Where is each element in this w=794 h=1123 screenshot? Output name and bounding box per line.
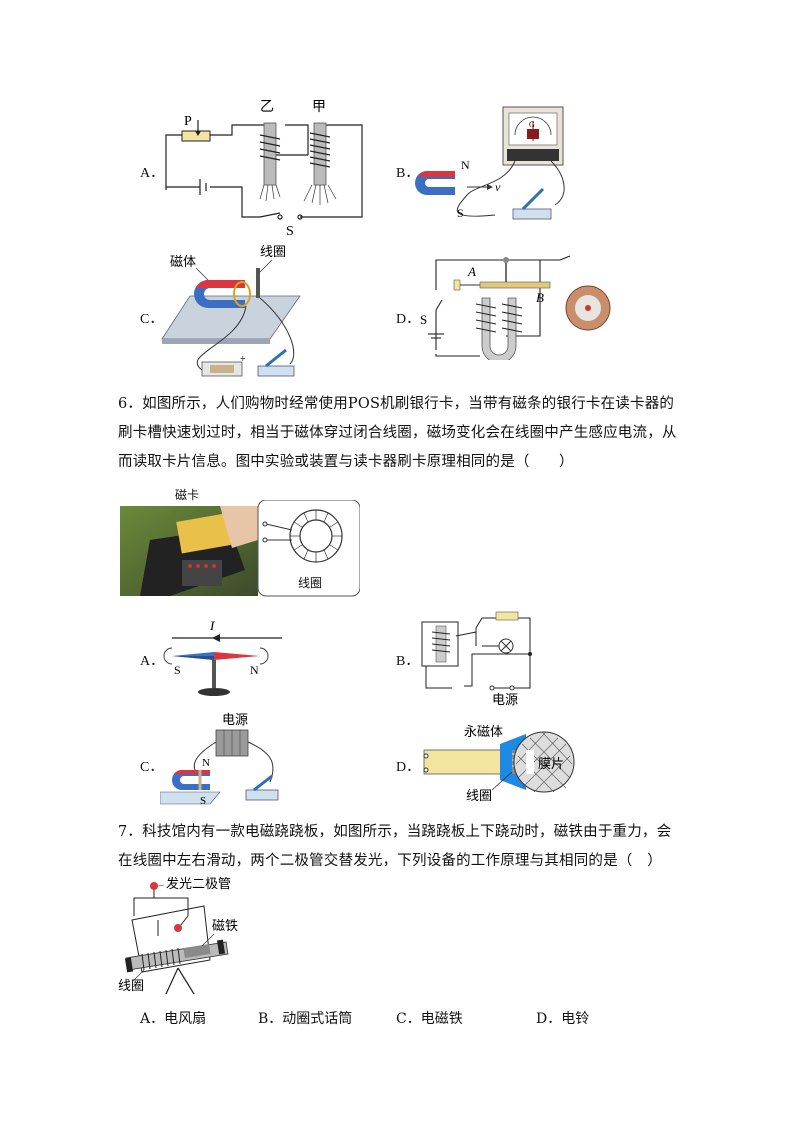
magnet-s-label: S	[457, 206, 464, 220]
c-magnet-s-label: S	[200, 795, 206, 807]
point-a-label: A	[467, 264, 476, 279]
c-magnet-n-label: N	[202, 757, 210, 769]
q7-option-b: B．动圈式话筒	[258, 1011, 353, 1027]
switch-s-label: S	[286, 224, 294, 239]
option-d-label: D．	[396, 312, 421, 327]
question-6-text: 6．如图所示，人们购物时经常使用POS机刷银行卡，当带有磁条的银行卡在读卡器的刷…	[118, 396, 677, 470]
question-7-text: 7．科技馆内有一款电磁跷跷板，如图所示，当跷跷板上下跷动时，磁铁由于重力，会在线…	[118, 824, 672, 869]
diaphragm-label: 膜片	[538, 756, 564, 771]
galvanometer-g-label: G	[529, 120, 535, 129]
q5-figure-d: S A B	[420, 255, 611, 360]
q5-figure-b: G N S v	[415, 106, 565, 220]
relay-power-label: 电源	[492, 692, 518, 706]
led-label: 发光二极管	[166, 876, 231, 891]
seesaw-magnet-label: 磁铁	[212, 918, 238, 933]
coil-label: 线圈	[260, 244, 286, 259]
q6-option-d-label: D．	[396, 760, 421, 775]
c-power-label: 电源	[222, 712, 248, 727]
q6-figure-d: 永磁体 膜片 线圈	[423, 724, 575, 803]
seesaw-coil-label: 线圈	[118, 978, 144, 993]
q5-figure-a: P 乙 甲 S	[165, 99, 363, 239]
label-yi: 乙	[260, 99, 274, 115]
rheostat-p-label: P	[184, 114, 192, 129]
meter-plus-label: +	[240, 354, 246, 365]
magnet-n-label: N	[461, 158, 470, 172]
needle-n-label: N	[250, 663, 259, 677]
q7-option-d: D．电铃	[536, 1011, 590, 1027]
seesaw-figure: 发光二极管 磁铁 线圈	[118, 876, 238, 995]
q6-option-c-label: C．	[140, 760, 164, 775]
q7-option-c: C．电磁铁	[396, 1011, 463, 1027]
option-c-label: C．	[140, 312, 164, 327]
pos-coil-label: 线圈	[298, 576, 323, 590]
q5-figure-c: 磁体 线圈 +	[161, 244, 301, 377]
velocity-v-label: v	[495, 180, 501, 194]
q7-option-a: A．电风扇	[140, 1011, 207, 1027]
d-coil-label: 线圈	[466, 788, 492, 803]
pos-figure: 磁卡 线圈	[120, 488, 361, 598]
switch-s-label-d: S	[420, 312, 427, 327]
q6-option-b-label: B．	[396, 654, 420, 669]
needle-s-label: S	[174, 663, 181, 677]
magnet-label: 磁体	[170, 254, 196, 269]
q6-figure-b: 电源	[421, 611, 532, 706]
q6-figure-c: 电源 N S	[160, 712, 279, 807]
label-jia: 甲	[312, 100, 326, 115]
q6-figure-a: I S N	[163, 618, 282, 696]
q6-option-a-label: A．	[140, 654, 165, 669]
option-a-label: A．	[140, 166, 165, 181]
point-b-label: B	[536, 290, 544, 305]
card-label: 磁卡	[175, 488, 200, 502]
option-b-label: B．	[396, 166, 420, 181]
permanent-magnet-label: 永磁体	[464, 724, 503, 739]
current-i-label: I	[209, 618, 215, 633]
